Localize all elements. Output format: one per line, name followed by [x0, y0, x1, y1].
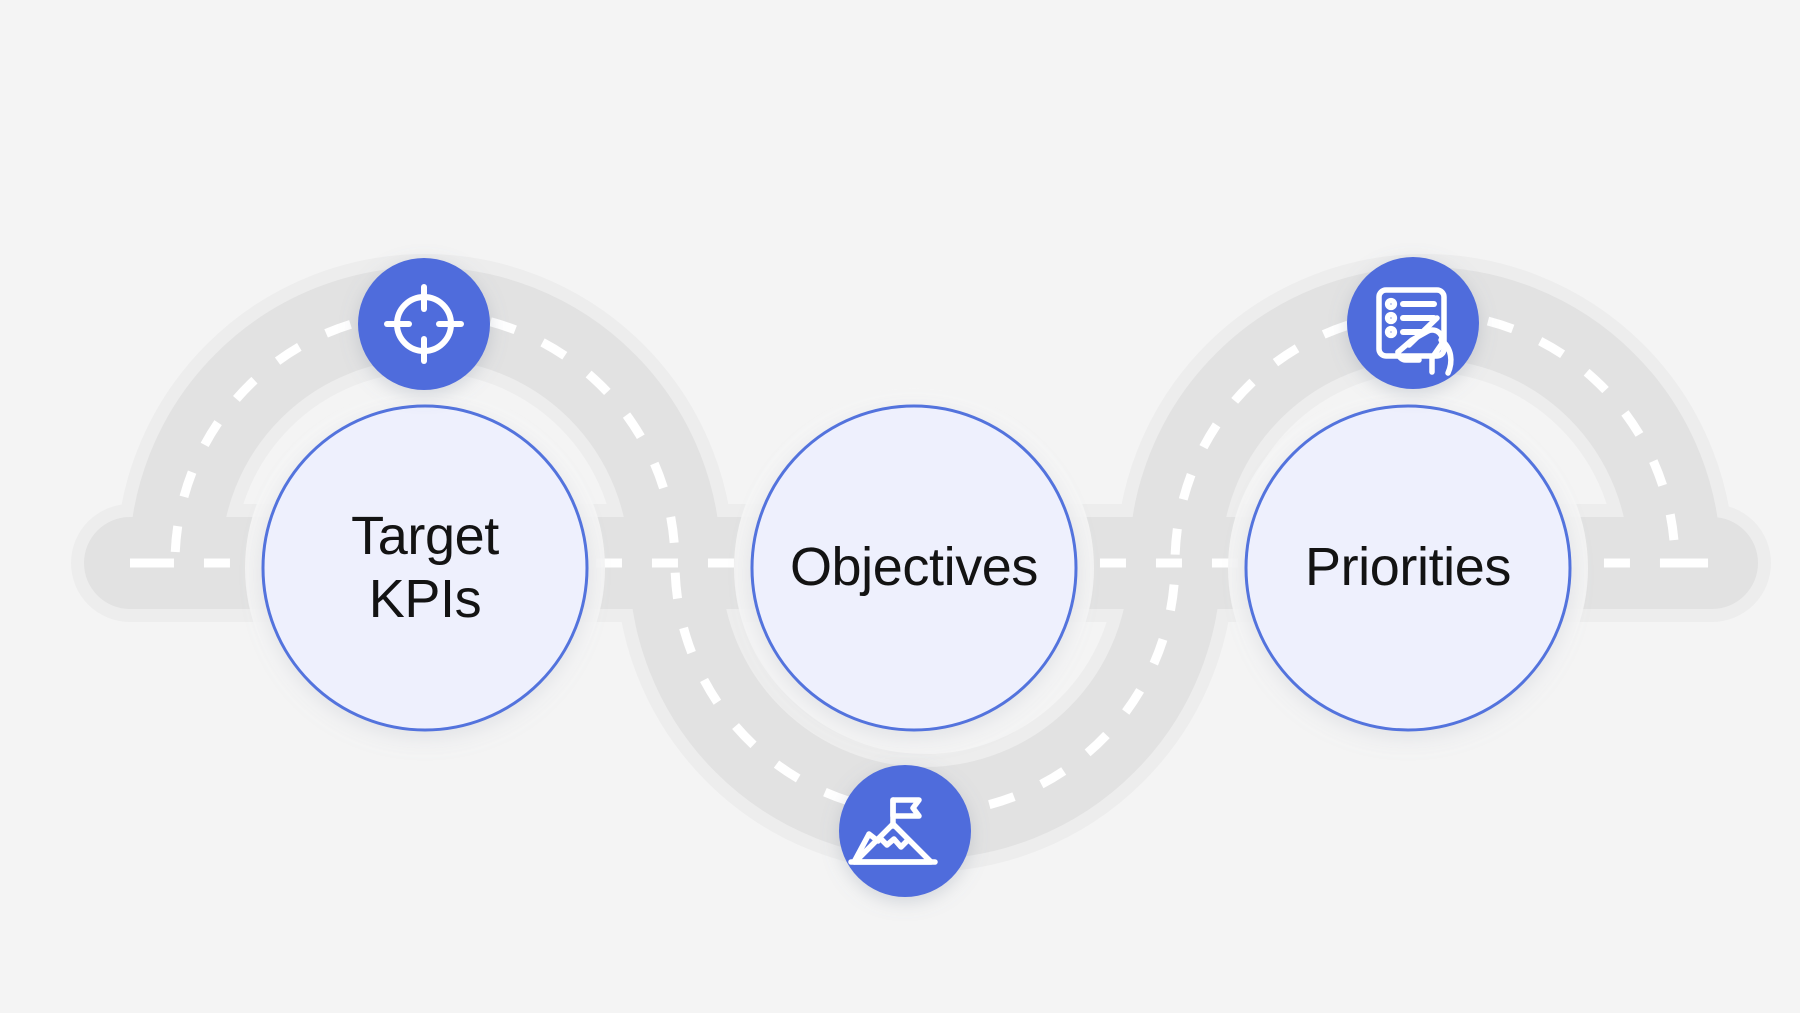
badge-target-kpis[interactable]	[358, 258, 490, 390]
node-circle-priorities[interactable]	[1244, 404, 1572, 732]
badge-priorities[interactable]	[1347, 257, 1479, 389]
badge-circle-target[interactable]	[358, 258, 490, 390]
node-circle-objectives[interactable]	[750, 404, 1078, 732]
badge-circle-priorities[interactable]	[1347, 257, 1479, 389]
node-circle-target-kpis[interactable]	[261, 404, 589, 732]
badge-objectives[interactable]	[839, 765, 971, 897]
badge-circle-objectives[interactable]	[839, 765, 971, 897]
